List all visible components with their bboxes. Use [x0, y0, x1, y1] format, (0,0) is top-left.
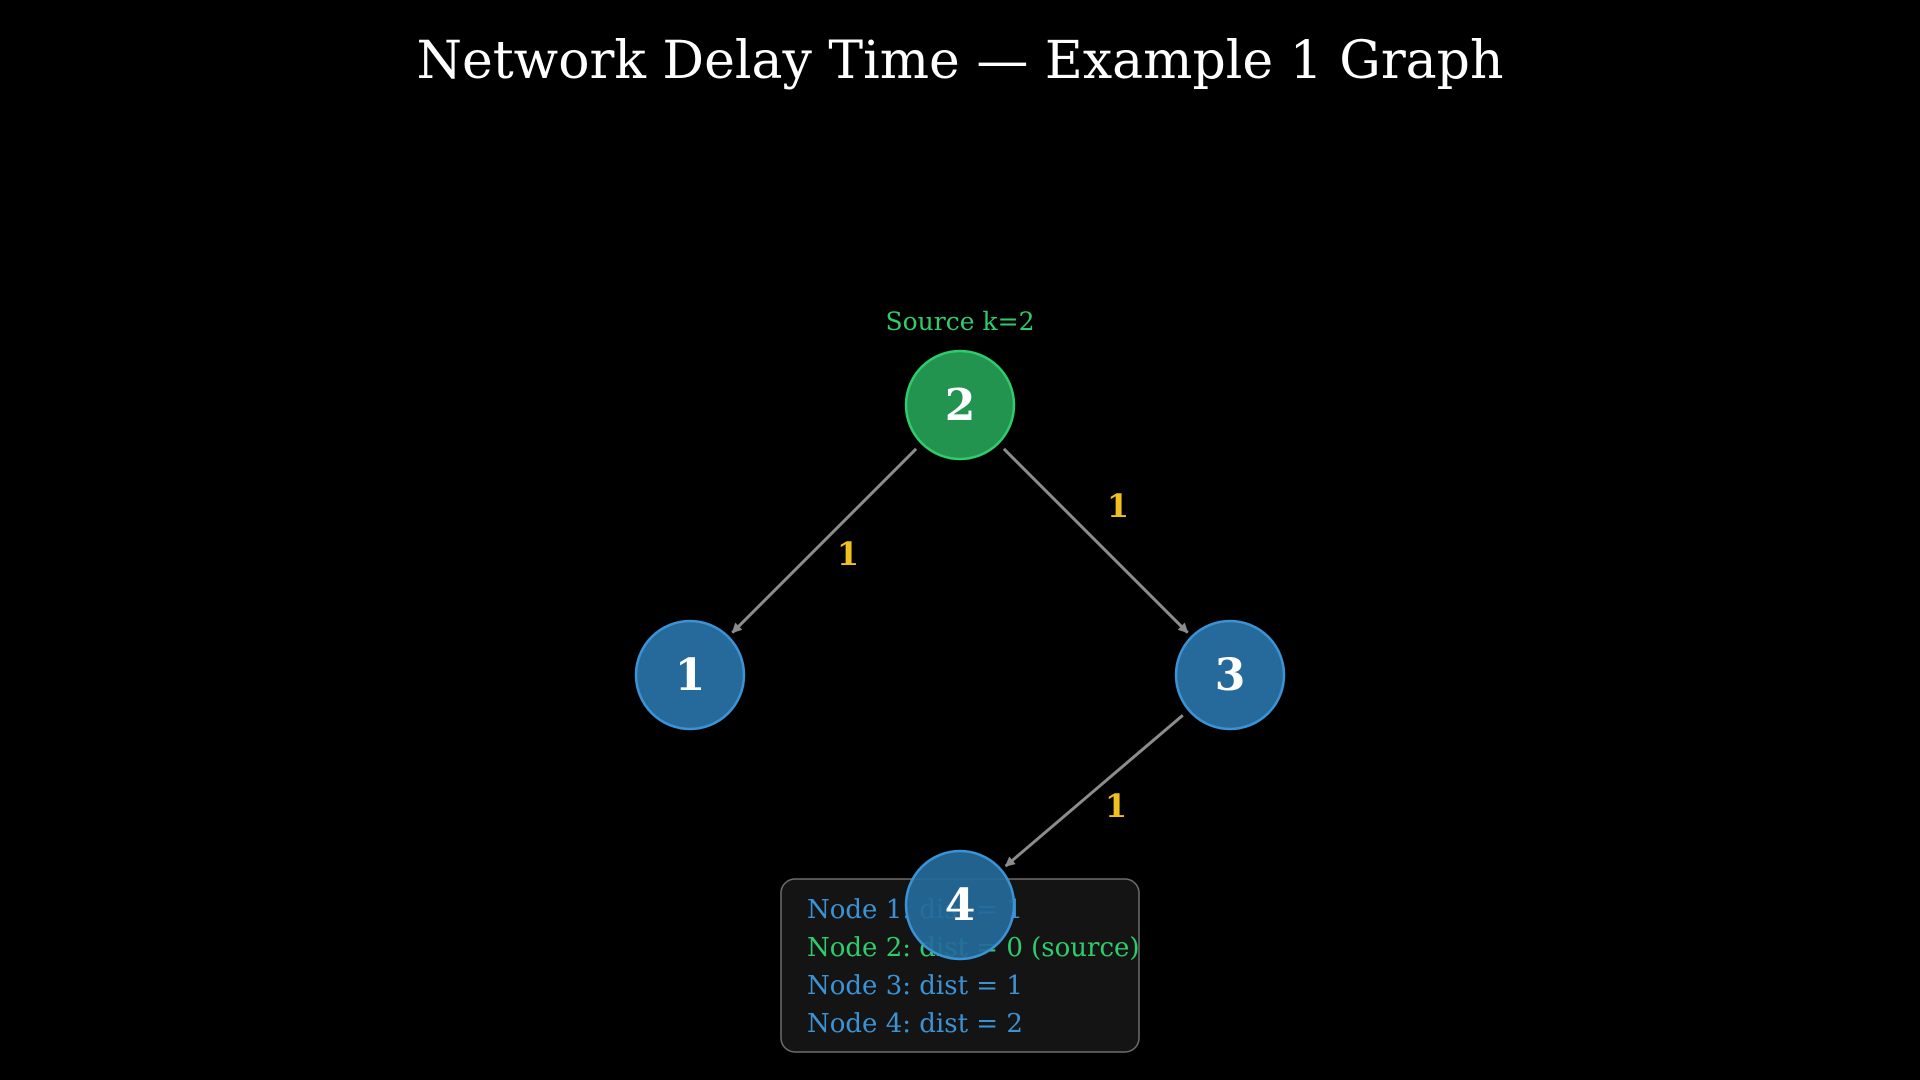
edge-3-4	[1004, 714, 1184, 868]
node-label-2: 2	[945, 380, 976, 431]
edge-2-3	[1002, 447, 1189, 634]
legend-line-3: Node 3: dist = 1	[807, 971, 1023, 1001]
node-4: 4	[904, 849, 1016, 961]
node-circle-2	[904, 349, 1016, 461]
edge-2-1	[731, 447, 918, 634]
node-2: 2	[904, 349, 1016, 461]
node-1: 1	[634, 619, 746, 731]
node-circle-3	[1174, 619, 1286, 731]
edge-weight-3-4: 1	[1105, 787, 1127, 825]
edge-weight-2-1: 1	[837, 535, 859, 573]
legend-line-4: Node 4: dist = 2	[807, 1009, 1023, 1039]
node-circle-4	[904, 849, 1016, 961]
edges-layer	[731, 447, 1189, 868]
source-label: Source k=2	[886, 307, 1035, 336]
edge-weight-2-3: 1	[1107, 487, 1129, 525]
nodes-layer: 2 1 3 4	[634, 349, 1286, 961]
node-3: 3	[1174, 619, 1286, 731]
node-label-3: 3	[1215, 650, 1246, 701]
node-circle-1	[634, 619, 746, 731]
node-label-1: 1	[675, 650, 706, 701]
node-label-4: 4	[945, 880, 976, 931]
diagram-title: Network Delay Time — Example 1 Graph	[417, 31, 1504, 91]
edge-weights-layer: 1 1 1	[837, 487, 1129, 825]
